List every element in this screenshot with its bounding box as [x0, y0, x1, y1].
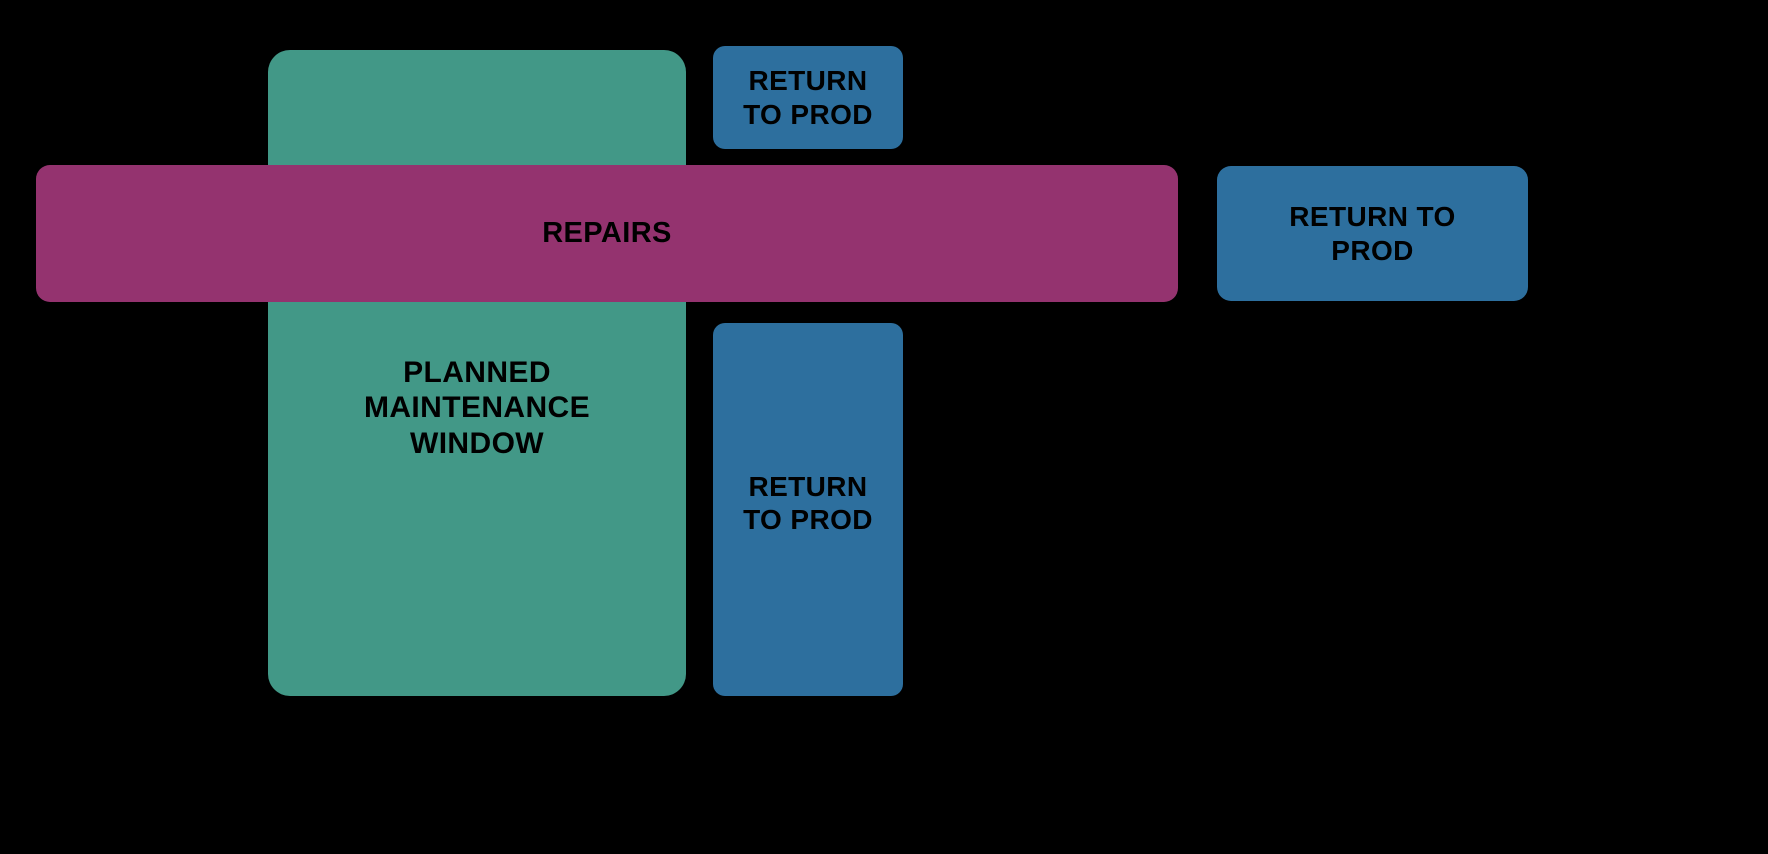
planned-maintenance-window-block[interactable]: PLANNED MAINTENANCE WINDOW	[268, 50, 686, 696]
return-to-prod-block-right[interactable]: RETURN TO PROD	[1217, 166, 1528, 301]
return-to-prod-block-top[interactable]: RETURN TO PROD	[713, 46, 903, 149]
planned-maintenance-window-label: PLANNED MAINTENANCE WINDOW	[363, 356, 591, 460]
repairs-label: REPAIRS	[542, 217, 672, 250]
return-to-prod-block-bottom[interactable]: RETURN TO PROD	[713, 323, 903, 696]
return-to-prod-label-right: RETURN TO PROD	[1289, 201, 1456, 266]
repairs-block[interactable]: REPAIRS	[36, 165, 1178, 302]
return-to-prod-label-top: RETURN TO PROD	[743, 65, 873, 130]
return-to-prod-label-bottom: RETURN TO PROD	[743, 471, 873, 536]
